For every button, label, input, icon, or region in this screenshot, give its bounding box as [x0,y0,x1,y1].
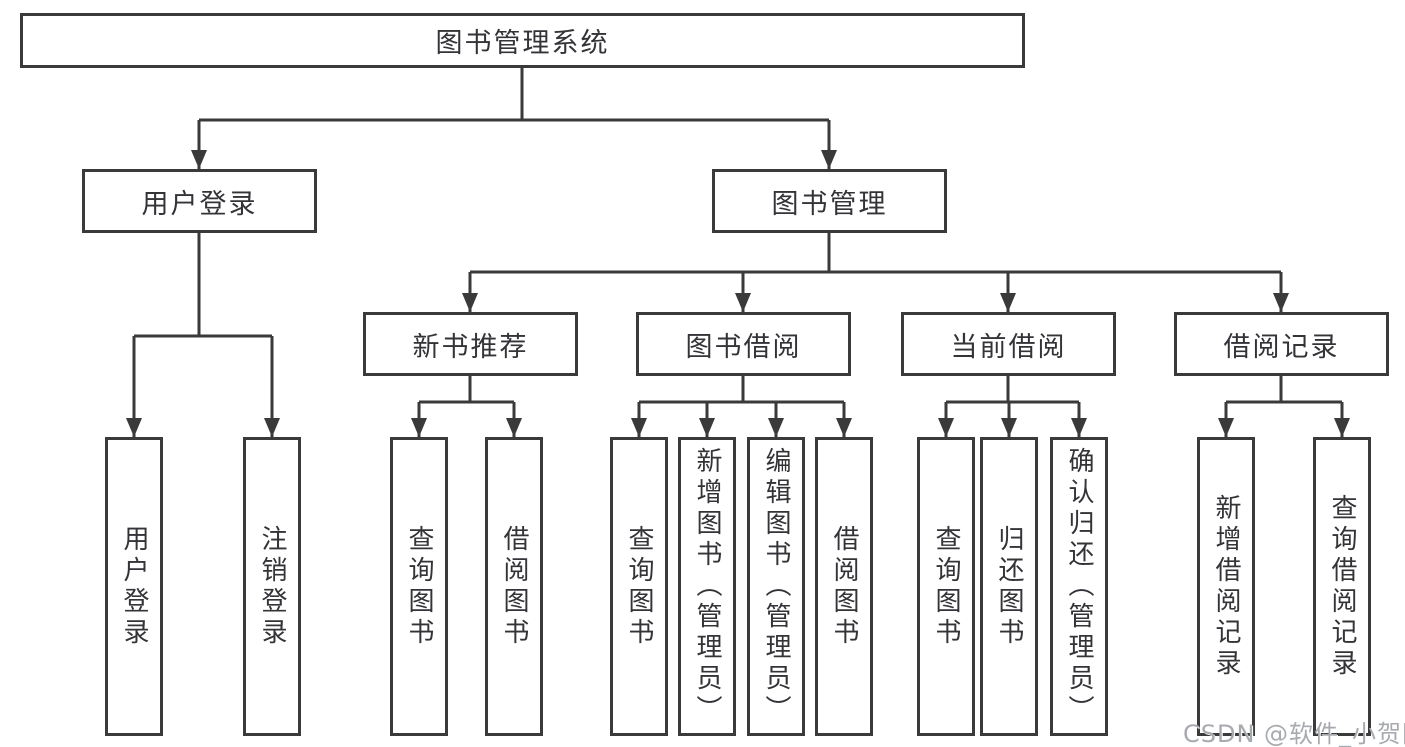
connector-user-login-branch [126,233,280,437]
node-book-borrowing: 图书借阅 [636,312,851,376]
node-user-login: 用户登录 [82,169,317,233]
leaf-confirm-return-admin: 确认归还（管理员） [1050,437,1108,736]
connector-book-borrow-branch [631,376,852,437]
connector-current-borrow-branch [938,376,1087,437]
leaf-query-books-borrowing: 查询图书 [610,437,668,736]
connector-root-to-level2 [191,68,837,169]
leaf-logout-label: 注销登录 [257,524,287,649]
csdn-watermark: CSDN @软件_小贺同学 [1183,720,1405,747]
leaf-user-login: 用户登录 [105,437,163,736]
node-root-library-system: 图书管理系统 [20,13,1025,68]
leaf-return-books: 归还图书 [980,437,1038,736]
node-current-borrowing: 当前借阅 [901,312,1116,376]
leaf-query-books-recommend: 查询图书 [390,437,448,736]
leaf-user-login-label: 用户登录 [119,524,149,649]
leaf-query-books-borrowing-label: 查询图书 [624,524,654,649]
leaf-borrow-books-borrowing-label: 借阅图书 [829,524,859,649]
leaf-query-books-current-label: 查询图书 [931,524,961,649]
leaf-add-borrow-record: 新增借阅记录 [1197,437,1255,736]
leaf-add-book-admin: 新增图书（管理员） [678,437,736,736]
leaf-return-books-label: 归还图书 [994,524,1024,649]
connector-new-book-branch [411,376,522,437]
leaf-query-borrow-record-label: 查询借阅记录 [1327,493,1357,680]
leaf-add-book-admin-label: 新增图书（管理员） [692,447,722,726]
connector-borrow-record-branch [1218,376,1350,437]
connector-book-mgmt-branch [462,233,1289,312]
leaf-logout: 注销登录 [243,437,301,736]
leaf-borrow-books-recommend-label: 借阅图书 [499,524,529,649]
leaf-add-borrow-record-label: 新增借阅记录 [1211,493,1241,680]
node-book-management: 图书管理 [712,169,947,233]
leaf-query-books-current: 查询图书 [917,437,975,736]
leaf-edit-book-admin-label: 编辑图书（管理员） [761,447,791,726]
leaf-edit-book-admin: 编辑图书（管理员） [747,437,805,736]
leaf-confirm-return-admin-label: 确认归还（管理员） [1064,447,1094,726]
leaf-query-borrow-record: 查询借阅记录 [1313,437,1371,736]
node-new-book-recommend: 新书推荐 [363,312,578,376]
leaf-query-books-recommend-label: 查询图书 [404,524,434,649]
node-borrowing-records: 借阅记录 [1174,312,1389,376]
leaf-borrow-books-recommend: 借阅图书 [485,437,543,736]
leaf-borrow-books-borrowing: 借阅图书 [815,437,873,736]
